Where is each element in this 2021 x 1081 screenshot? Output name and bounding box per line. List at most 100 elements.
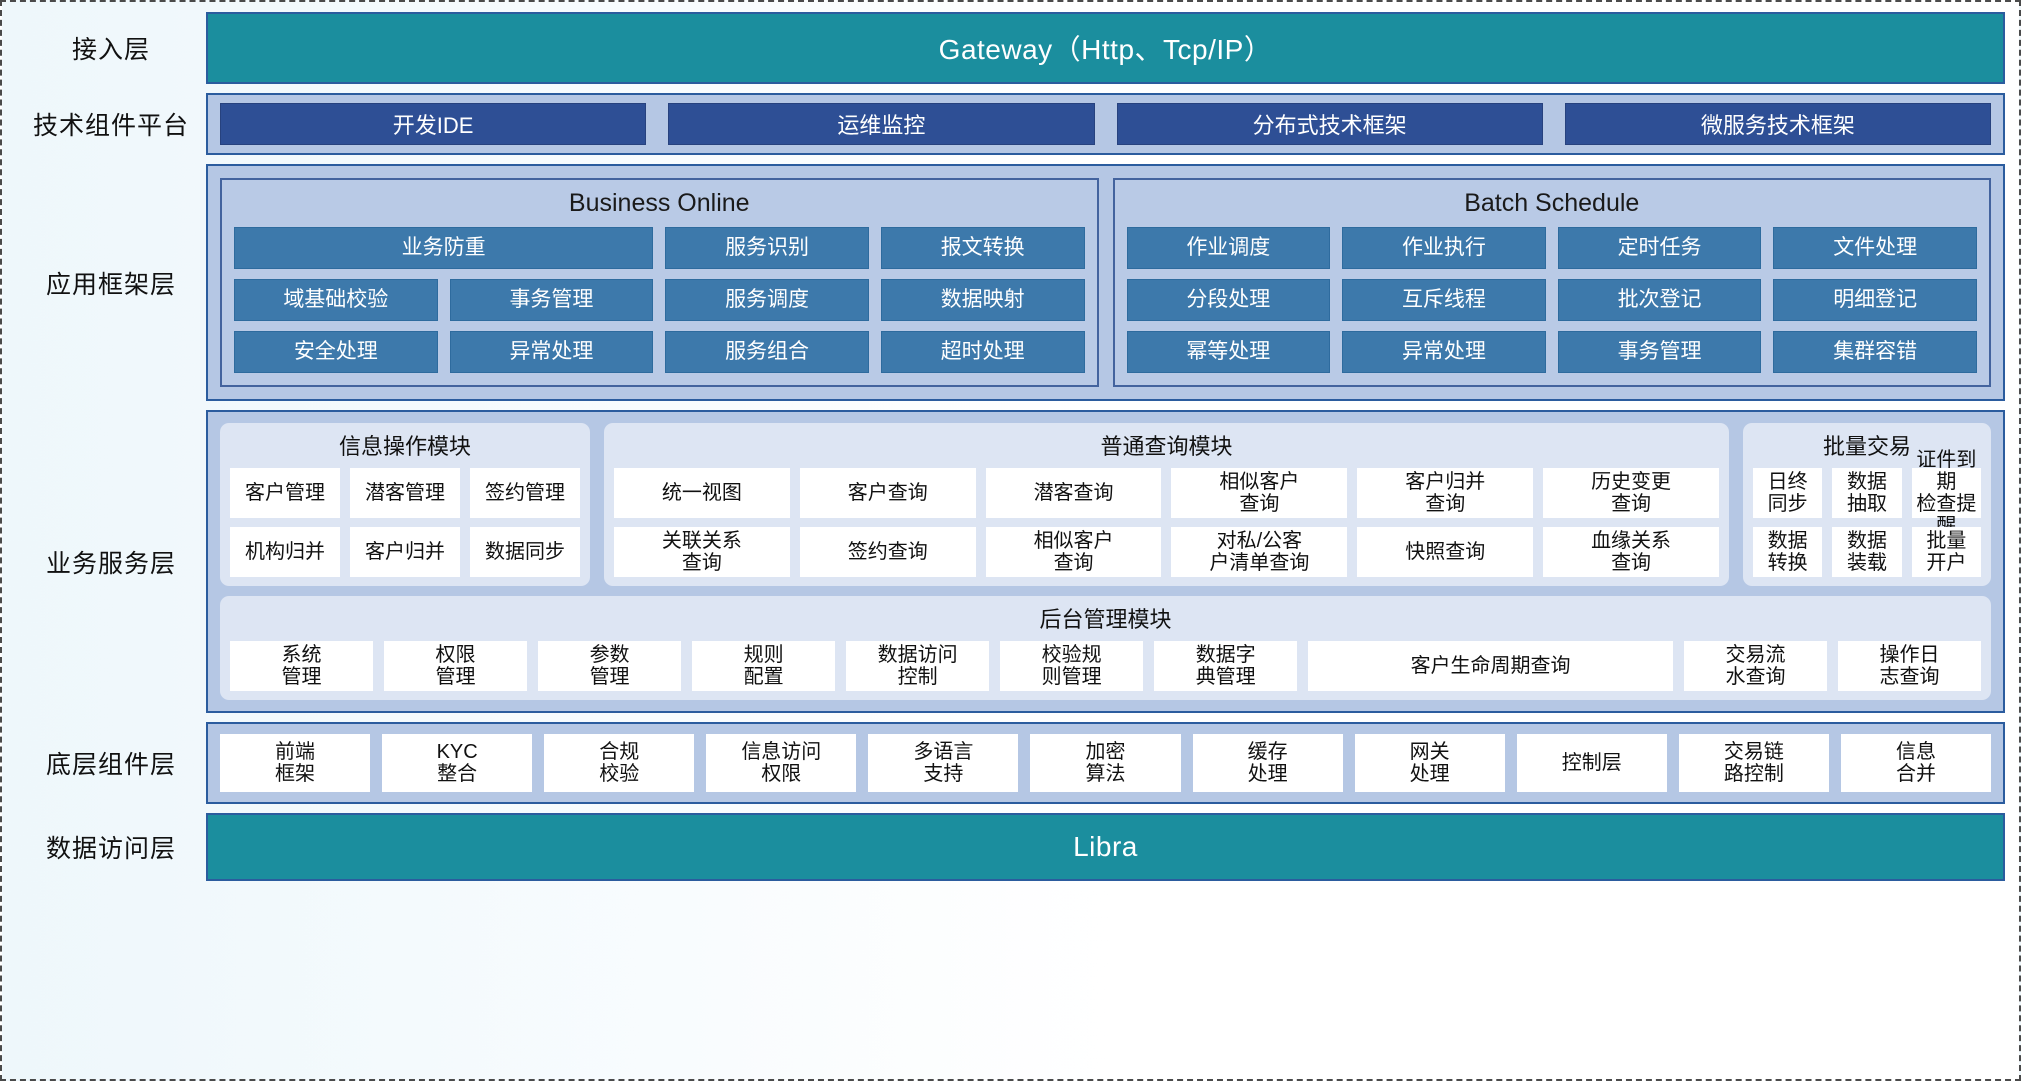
bs-cell-1[interactable]: 作业执行 [1342, 227, 1546, 269]
business-online-grid: 业务防重 服务识别 报文转换 域基础校验 事务管理 服务调度 数据映射 安全处理… [234, 227, 1085, 373]
bo-cell-8[interactable]: 异常处理 [449, 331, 654, 373]
admin-cell-2[interactable]: 参数管理 [538, 641, 682, 691]
business-service-panel: 信息操作模块 客户管理 潜客管理 签约管理 机构归并 客户归并 数据同步 普通查… [206, 410, 2005, 713]
admin-cell-3[interactable]: 规则配置 [692, 641, 836, 691]
info-operation-grid: 客户管理 潜客管理 签约管理 机构归并 客户归并 数据同步 [230, 468, 580, 577]
bo-cell-9[interactable]: 服务组合 [665, 331, 869, 373]
bs-cell-4[interactable]: 分段处理 [1126, 279, 1331, 321]
bo-cell-6[interactable]: 数据映射 [880, 279, 1085, 321]
bs-cell-8[interactable]: 幂等处理 [1126, 331, 1331, 373]
module-admin-management: 后台管理模块 系统管理 权限管理 参数管理 规则配置 数据访问控制 校验规则管理… [220, 596, 1991, 700]
admin-cell-5[interactable]: 校验规则管理 [1000, 641, 1144, 691]
group-title-business-online: Business Online [568, 189, 750, 217]
base-cell-9[interactable]: 交易链路控制 [1678, 734, 1829, 792]
bs-cell-2[interactable]: 定时任务 [1557, 227, 1762, 269]
base-cell-0[interactable]: 前端框架 [220, 734, 371, 792]
info-cell-3[interactable]: 机构归并 [230, 527, 340, 577]
bs-cell-9[interactable]: 异常处理 [1342, 331, 1546, 373]
layer-label-basecomp: 底层组件层 [45, 751, 176, 779]
tech-item-distributed[interactable]: 分布式技术框架 [1116, 103, 1543, 145]
tech-item-ops-monitor[interactable]: 运维监控 [668, 103, 1095, 145]
admin-cell-1[interactable]: 权限管理 [384, 641, 528, 691]
base-cell-4[interactable]: 多语言支持 [868, 734, 1019, 792]
bo-cell-3[interactable]: 域基础校验 [234, 279, 438, 321]
batch-cell-5[interactable]: 批量开户 [1911, 527, 1981, 577]
base-cell-2[interactable]: 合规校验 [544, 734, 695, 792]
bs-cell-0[interactable]: 作业调度 [1126, 227, 1331, 269]
module-batch-transaction: 批量交易 日终同步 数据抽取 证件到期检查提醒 数据转换 数据装载 批量开户 [1743, 423, 1991, 586]
base-cell-3[interactable]: 信息访问权限 [706, 734, 857, 792]
group-title-batch-schedule: Batch Schedule [1464, 189, 1640, 217]
query-cell-6[interactable]: 关联关系查询 [614, 527, 790, 577]
query-cell-0[interactable]: 统一视图 [614, 468, 790, 518]
tech-platform-panel: 开发IDE 运维监控 分布式技术框架 微服务技术框架 [206, 93, 2005, 155]
group-business-online: Business Online 业务防重 服务识别 报文转换 域基础校验 事务管… [220, 178, 1099, 387]
base-cell-8[interactable]: 控制层 [1516, 734, 1667, 792]
bs-cell-5[interactable]: 互斥线程 [1342, 279, 1546, 321]
admin-cell-8[interactable]: 交易流水查询 [1683, 641, 1827, 691]
admin-cell-6[interactable]: 数据字典管理 [1154, 641, 1298, 691]
libra-bar[interactable]: Libra [206, 813, 2005, 881]
layer-label-tech: 技术组件平台 [32, 112, 189, 140]
module-title-info-operation: 信息操作模块 [338, 434, 471, 459]
base-cell-7[interactable]: 网关处理 [1354, 734, 1505, 792]
base-cell-6[interactable]: 缓存处理 [1192, 734, 1343, 792]
batch-transaction-grid: 日终同步 数据抽取 证件到期检查提醒 数据转换 数据装载 批量开户 [1753, 449, 1981, 577]
group-batch-schedule: Batch Schedule 作业调度 作业执行 定时任务 文件处理 分段处理 … [1112, 178, 1991, 387]
bo-cell-4[interactable]: 事务管理 [449, 279, 654, 321]
info-cell-1[interactable]: 潜客管理 [350, 468, 460, 518]
query-cell-2[interactable]: 潜客查询 [985, 468, 1162, 518]
info-cell-2[interactable]: 签约管理 [470, 468, 580, 518]
layer-label-bizservice: 业务服务层 [45, 549, 176, 578]
business-service-modules-row: 信息操作模块 客户管理 潜客管理 签约管理 机构归并 客户归并 数据同步 普通查… [220, 423, 1991, 586]
bo-cell-0[interactable]: 业务防重 [234, 227, 654, 269]
module-common-query: 普通查询模块 统一视图 客户查询 潜客查询 相似客户查询 客户归并查询 历史变更… [604, 423, 1729, 586]
batch-schedule-grid: 作业调度 作业执行 定时任务 文件处理 分段处理 互斥线程 批次登记 明细登记 … [1126, 227, 1977, 373]
base-cell-10[interactable]: 信息合并 [1840, 734, 1991, 792]
admin-cell-0[interactable]: 系统管理 [230, 641, 374, 691]
bs-cell-11[interactable]: 集群容错 [1773, 331, 1977, 373]
batch-cell-0[interactable]: 日终同步 [1753, 468, 1823, 518]
admin-cell-4[interactable]: 数据访问控制 [846, 641, 990, 691]
batch-cell-2[interactable]: 证件到期检查提醒 [1911, 449, 1981, 537]
query-cell-9[interactable]: 对私/公客户清单查询 [1171, 527, 1348, 577]
base-cell-5[interactable]: 加密算法 [1030, 734, 1181, 792]
layer-label-dataaccess: 数据访问层 [45, 835, 176, 863]
query-cell-10[interactable]: 快照查询 [1357, 527, 1534, 577]
bs-cell-10[interactable]: 事务管理 [1557, 331, 1762, 373]
layer-data-access: 数据访问层 Libra [16, 813, 2005, 881]
query-cell-11[interactable]: 血缘关系查询 [1543, 527, 1719, 577]
query-cell-8[interactable]: 相似客户查询 [985, 527, 1162, 577]
batch-cell-1[interactable]: 数据抽取 [1832, 468, 1902, 518]
query-cell-3[interactable]: 相似客户查询 [1171, 468, 1348, 518]
batch-cell-4[interactable]: 数据装载 [1832, 527, 1902, 577]
module-title-batch-transaction: 批量交易 [1822, 434, 1911, 459]
module-title-common-query: 普通查询模块 [1100, 434, 1233, 459]
query-cell-1[interactable]: 客户查询 [799, 468, 976, 518]
info-cell-0[interactable]: 客户管理 [230, 468, 340, 518]
bs-cell-3[interactable]: 文件处理 [1773, 227, 1977, 269]
admin-cell-9[interactable]: 操作日志查询 [1837, 641, 1981, 691]
bo-cell-2[interactable]: 报文转换 [880, 227, 1085, 269]
tech-item-microservice[interactable]: 微服务技术框架 [1564, 103, 1991, 145]
tech-item-dev-ide[interactable]: 开发IDE [220, 103, 647, 145]
query-cell-4[interactable]: 客户归并查询 [1357, 468, 1534, 518]
bs-cell-7[interactable]: 明细登记 [1773, 279, 1977, 321]
info-cell-4[interactable]: 客户归并 [350, 527, 460, 577]
bs-cell-6[interactable]: 批次登记 [1557, 279, 1762, 321]
bo-cell-1[interactable]: 服务识别 [665, 227, 869, 269]
bo-cell-7[interactable]: 安全处理 [234, 331, 438, 373]
info-cell-5[interactable]: 数据同步 [470, 527, 580, 577]
bo-cell-10[interactable]: 超时处理 [880, 331, 1085, 373]
bo-cell-5[interactable]: 服务调度 [665, 279, 869, 321]
batch-cell-3[interactable]: 数据转换 [1753, 527, 1823, 577]
query-cell-5[interactable]: 历史变更查询 [1543, 468, 1719, 518]
query-cell-7[interactable]: 签约查询 [799, 527, 976, 577]
gateway-bar[interactable]: Gateway（Http、Tcp/IP） [206, 12, 2005, 84]
admin-cell-7[interactable]: 客户生命周期查询 [1308, 641, 1673, 691]
layer-access: 接入层 Gateway（Http、Tcp/IP） [16, 12, 2005, 84]
